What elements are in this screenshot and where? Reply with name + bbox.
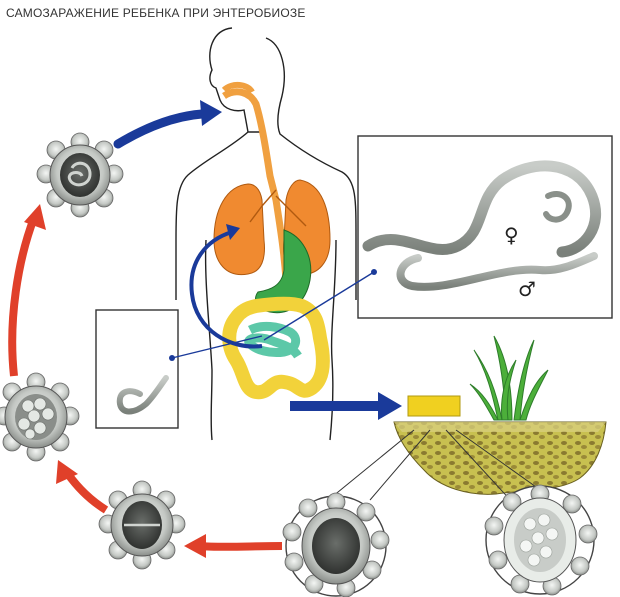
internal-migration-arrow bbox=[189, 230, 263, 349]
larva-pointer-line bbox=[171, 335, 263, 359]
egg-cycle-top bbox=[36, 132, 124, 218]
esophagus bbox=[222, 88, 290, 281]
diagram-title: САМОЗАРАЖЕНИЕ РЕБЕНКА ПРИ ЭНТЕРОБИОЗЕ bbox=[6, 6, 306, 20]
egg-large-right bbox=[484, 484, 598, 596]
egg-large-mid bbox=[282, 492, 390, 597]
soil-section bbox=[393, 395, 607, 495]
stomach bbox=[255, 229, 312, 314]
egg-cycle-left bbox=[0, 372, 80, 462]
male-worm bbox=[396, 252, 598, 291]
left-lung bbox=[213, 183, 265, 276]
egg-cycle-bottom bbox=[98, 480, 186, 570]
female-worm bbox=[362, 160, 602, 258]
larva-panel bbox=[95, 309, 179, 429]
arrow-to-mouth bbox=[113, 109, 207, 149]
male-symbol: ♂ bbox=[518, 277, 536, 301]
worm-pointer-line bbox=[263, 271, 375, 341]
adult-worms-panel: ♀ ♂ bbox=[357, 135, 613, 319]
egg-deposit-block bbox=[407, 395, 461, 417]
female-symbol: ♀ bbox=[504, 223, 519, 247]
small-intestine bbox=[244, 321, 302, 359]
arrow-to-soil bbox=[290, 401, 380, 411]
arrow-bottom-to-left bbox=[64, 471, 109, 514]
larva-worm bbox=[116, 375, 169, 415]
arrow-large-egg-to-bottom bbox=[199, 542, 283, 551]
human-body bbox=[175, 27, 357, 441]
large-intestine bbox=[222, 296, 330, 400]
grass-icon bbox=[469, 335, 549, 421]
arrow-left-to-top bbox=[8, 216, 38, 377]
